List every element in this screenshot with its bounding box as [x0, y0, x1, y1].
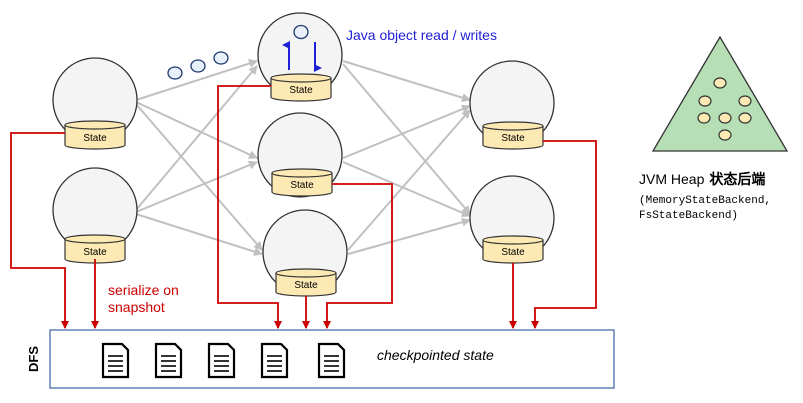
operator-node-3: State [257, 12, 343, 102]
checkpointed-state-label: checkpointed state [377, 347, 494, 363]
edge [347, 217, 471, 255]
state-label: State [501, 247, 525, 258]
document-icon [154, 342, 183, 379]
heap-object [713, 77, 727, 89]
edge [342, 63, 471, 215]
heap-object [697, 112, 711, 124]
state-label: State [83, 247, 107, 258]
edge [342, 161, 471, 218]
snapshot-path [531, 140, 597, 329]
document-icon [317, 342, 346, 379]
edge [135, 213, 263, 256]
edge [135, 103, 263, 251]
snapshot-path [10, 132, 69, 329]
java-object-annotation: Java object read / writes [346, 27, 497, 43]
document-icon [101, 342, 130, 379]
state-label: State [501, 133, 525, 144]
state-label: State [290, 180, 314, 191]
edge [135, 160, 258, 213]
operator-node-7: State [469, 175, 555, 264]
snapshot-lines [10, 85, 597, 329]
checkpoint-files [101, 342, 346, 379]
operator-node-6: State [469, 60, 555, 150]
operator-node-5: State [262, 209, 348, 297]
record-dot [293, 24, 309, 40]
heap-object [718, 112, 732, 124]
serialize-label-line2: snapshot [108, 299, 165, 315]
edge [135, 101, 258, 159]
snapshot-path [217, 85, 282, 329]
record-dots [167, 51, 229, 80]
edge [135, 65, 258, 211]
edge [342, 60, 471, 102]
document-icon [207, 342, 236, 379]
record-dot [167, 66, 183, 80]
state-label: State [83, 133, 107, 144]
jvm-heap-triangle [651, 35, 789, 152]
edge [347, 109, 471, 251]
operator-node-1: State [52, 57, 138, 150]
heap-object [738, 95, 752, 107]
heap-backends-line2: FsStateBackend) [639, 210, 738, 222]
operator-node-4: State [257, 112, 343, 198]
heap-backends-line1: (MemoryStateBackend, [639, 195, 771, 207]
record-dot [190, 59, 206, 73]
edge [342, 104, 471, 159]
dfs-label: DFS [26, 346, 41, 372]
state-label: State [294, 280, 318, 291]
document-icon [260, 342, 289, 379]
operator-node-2: State [52, 167, 138, 264]
dataflow-edges [135, 59, 471, 256]
heap-object [698, 95, 712, 107]
heap-object [718, 129, 732, 141]
record-dot [213, 51, 229, 65]
state-label: State [289, 85, 313, 96]
snapshot-path [323, 183, 393, 329]
edge [135, 59, 258, 101]
heap-object [738, 112, 752, 124]
serialize-label-line1: serialize on [108, 282, 179, 298]
